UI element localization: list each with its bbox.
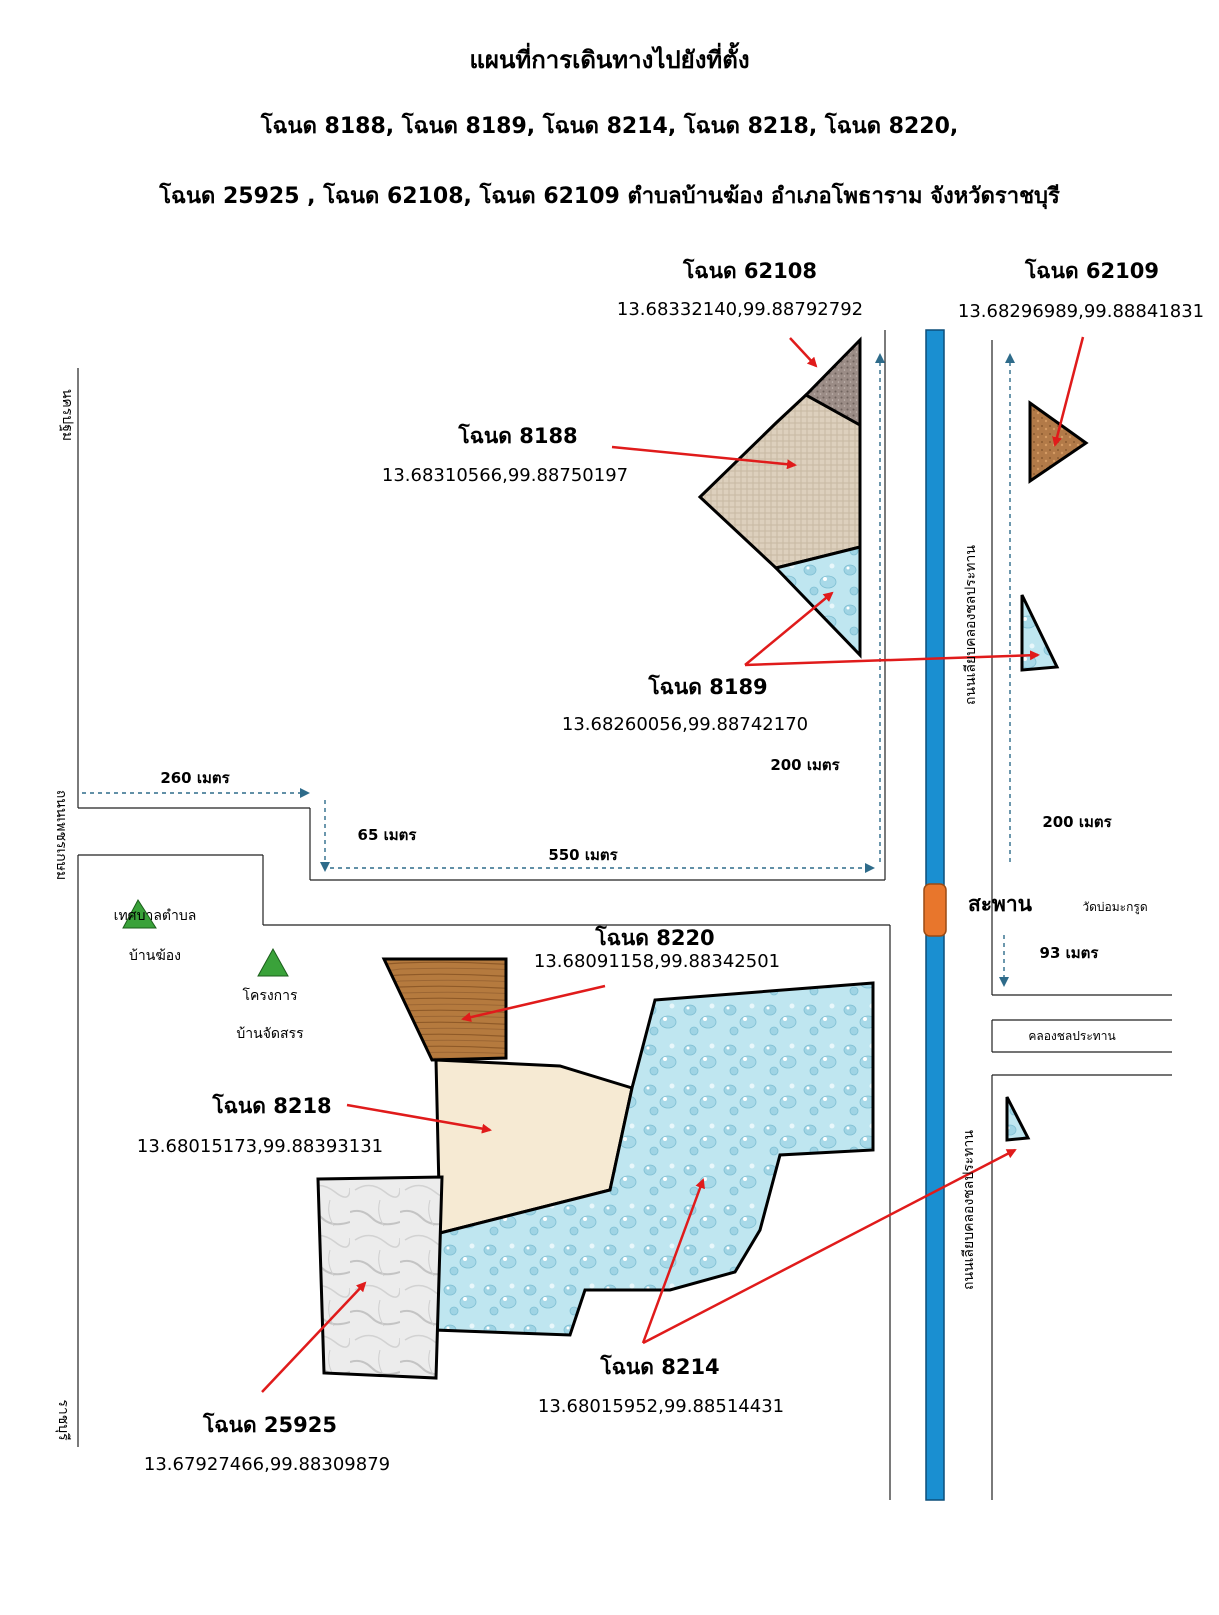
coords-8189: 13.68260056,99.88742170 bbox=[562, 714, 808, 735]
parcel-8189-shape bbox=[773, 545, 862, 659]
road-lines bbox=[77, 330, 1172, 1500]
coords-62108: 13.68332140,99.88792792 bbox=[617, 299, 863, 320]
distance-65m: 65 เมตร bbox=[358, 826, 418, 844]
deed-list-line-2: โฉนด 25925 , โฉนด 62108, โฉนด 62109 ตำบล… bbox=[159, 184, 1060, 209]
road-label-nakhon-pathom: นครปฐม bbox=[59, 389, 75, 441]
label-8220: โฉนด 8220 bbox=[594, 925, 714, 950]
distance-200m-east: 200 เมตร bbox=[1042, 813, 1112, 831]
coords-25925: 13.67927466,99.88309879 bbox=[144, 1454, 390, 1475]
label-25925: โฉนด 25925 bbox=[202, 1412, 337, 1437]
label-62108: โฉนด 62108 bbox=[682, 258, 817, 283]
distance-guides bbox=[82, 353, 1015, 987]
label-62109: โฉนด 62109 bbox=[1024, 258, 1159, 283]
coords-8218: 13.68015173,99.88393131 bbox=[137, 1136, 383, 1157]
road-label-ratchaburi: ราชบุรี bbox=[55, 1399, 71, 1441]
parcel-62108-shape bbox=[803, 336, 862, 428]
distance-550m: 550 เมตร bbox=[548, 846, 618, 864]
distance-93m: 93 เมตร bbox=[1040, 944, 1100, 962]
label-8218: โฉนด 8218 bbox=[211, 1093, 331, 1118]
distance-200m-west: 200 เมตร bbox=[770, 756, 840, 774]
canal-road-label-upper: ถนนเลียบคลองชลประทาน bbox=[963, 545, 979, 705]
parcel-8189-small-shape bbox=[1020, 594, 1060, 672]
deed-list-line-1: โฉนด 8188, โฉนด 8189, โฉนด 8214, โฉนด 82… bbox=[260, 114, 959, 139]
municipality-label-1: เทศบาลตำบล bbox=[114, 908, 197, 924]
coords-8220: 13.68091158,99.88342501 bbox=[534, 951, 780, 972]
label-8214: โฉนด 8214 bbox=[599, 1354, 719, 1379]
bridge-icon bbox=[923, 883, 947, 937]
canal-road-label-lower: ถนนเลียบคลองชลประทาน bbox=[961, 1130, 977, 1290]
project-label-2: บ้านจัดสรร bbox=[236, 1026, 304, 1042]
coords-8188: 13.68310566,99.88750197 bbox=[382, 465, 628, 486]
coords-62109: 13.68296989,99.88841831 bbox=[958, 301, 1204, 322]
project-label-1: โครงการ bbox=[242, 987, 298, 1004]
pointer-arrows bbox=[261, 336, 1085, 1393]
parcel-8188-shape bbox=[697, 393, 862, 570]
parcel-62109-shape bbox=[1028, 400, 1089, 484]
map-title: แผนที่การเดินทางไปยังที่ตั้ง bbox=[469, 46, 750, 74]
housing-project-marker-icon bbox=[257, 947, 289, 977]
municipality-label-2: บ้านฆ้อง bbox=[129, 948, 181, 964]
parcel-8220-shape bbox=[381, 957, 508, 1062]
temple-label: วัดบ่อมะกรูด bbox=[1082, 900, 1147, 915]
bridge-label: สะพาน bbox=[968, 892, 1033, 916]
road-label-phetkasem: ถนนเพชรเกษม bbox=[53, 790, 69, 880]
canal-label: คลองชลประทาน bbox=[1028, 1029, 1115, 1043]
coords-8214: 13.68015952,99.88514431 bbox=[538, 1396, 784, 1417]
parcel-8214-small-shape bbox=[1005, 1096, 1031, 1142]
distance-260m: 260 เมตร bbox=[160, 769, 230, 787]
parcel-25925-shape bbox=[316, 1175, 444, 1380]
parcel-8214-shape bbox=[433, 981, 875, 1337]
municipality-marker-icon bbox=[122, 899, 157, 929]
label-8189: โฉนด 8189 bbox=[647, 674, 767, 699]
label-8188: โฉนด 8188 bbox=[457, 423, 577, 448]
